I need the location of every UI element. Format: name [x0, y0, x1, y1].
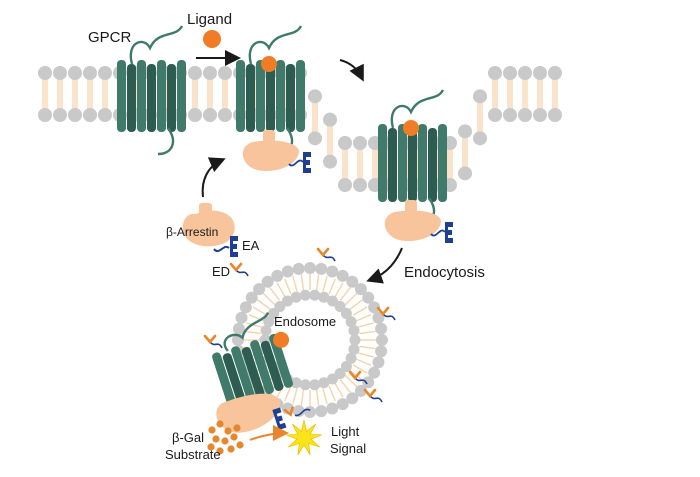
- beta-arrestin-free: [182, 203, 235, 247]
- ea-enzyme-fragment: [213, 236, 238, 257]
- light-signal-star: [286, 419, 322, 456]
- label-substrate: Substrate: [165, 447, 221, 462]
- label-beta-arrestin: β-Arrestin: [166, 225, 218, 239]
- label-endocytosis: Endocytosis: [404, 264, 485, 281]
- label-endosome: Endosome: [274, 314, 336, 329]
- beta-gal-substrate-dots: [207, 420, 244, 455]
- gpcr-receptor-internalizing: [378, 89, 453, 243]
- label-ligand: Ligand: [187, 11, 232, 28]
- label-light: Light: [331, 424, 360, 439]
- gpcr-receptor-ligand-bound: [236, 25, 311, 173]
- label-gpcr: GPCR: [88, 29, 132, 46]
- arrow-arrestin-recruit: [201, 157, 226, 198]
- arrow-substrate-conversion: [249, 425, 289, 442]
- endosome-vesicle: [203, 247, 396, 418]
- label-beta-gal: β-Gal: [172, 430, 204, 445]
- label-ea: EA: [242, 238, 260, 253]
- arrow-internalization: [339, 59, 364, 82]
- label-ed: ED: [212, 264, 230, 279]
- arrow-endocytosis: [366, 247, 403, 284]
- gpcr-receptor-endosomal: [212, 311, 311, 433]
- label-signal: Signal: [330, 441, 366, 456]
- gpcr-receptor-unbound: [117, 25, 186, 156]
- ligand-molecule: [203, 30, 221, 48]
